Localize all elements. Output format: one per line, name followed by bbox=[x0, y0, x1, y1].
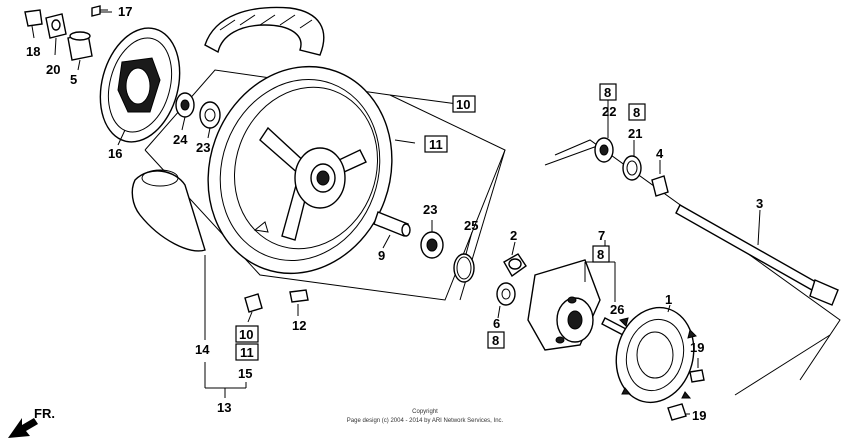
callout-8b[interactable]: 8 bbox=[628, 103, 646, 121]
callout-3[interactable]: 3 bbox=[756, 196, 763, 211]
callout-11b[interactable]: 11 bbox=[235, 343, 259, 361]
front-direction-arrow: FR. bbox=[8, 406, 55, 438]
callout-18[interactable]: 18 bbox=[26, 44, 40, 59]
svg-text:10: 10 bbox=[456, 97, 470, 112]
copyright-notice: Copyright Page design (c) 2004 - 2014 by… bbox=[347, 409, 504, 424]
oil-seal-right[interactable] bbox=[622, 155, 642, 181]
wheel-collar[interactable] bbox=[496, 282, 516, 306]
callout-labels: 17 18 20 5 16 24 23 9 23 25 2 6 7 26 22 … bbox=[26, 4, 763, 423]
callout-8d[interactable]: 8 bbox=[487, 331, 505, 349]
svg-text:11: 11 bbox=[429, 137, 443, 152]
callout-10b[interactable]: 10 bbox=[235, 325, 259, 343]
distance-collar[interactable] bbox=[373, 211, 411, 237]
svg-text:8: 8 bbox=[492, 333, 499, 348]
callout-6[interactable]: 6 bbox=[493, 316, 500, 331]
balance-weight[interactable] bbox=[289, 289, 309, 303]
callout-14[interactable]: 14 bbox=[195, 342, 210, 357]
callout-19b[interactable]: 19 bbox=[692, 408, 706, 423]
rear-axle[interactable] bbox=[675, 204, 839, 306]
o-ring[interactable] bbox=[453, 253, 475, 283]
callout-26[interactable]: 26 bbox=[610, 302, 624, 317]
callout-24[interactable]: 24 bbox=[173, 132, 188, 147]
svg-text:8: 8 bbox=[633, 105, 640, 120]
callout-23a[interactable]: 23 bbox=[196, 140, 210, 155]
callout-8a[interactable]: 8 bbox=[599, 83, 617, 101]
callout-19a[interactable]: 19 bbox=[690, 340, 704, 355]
callout-4[interactable]: 4 bbox=[656, 146, 664, 161]
svg-text:8: 8 bbox=[597, 247, 604, 262]
rear-tire[interactable] bbox=[131, 6, 325, 252]
sprocket-nuts[interactable] bbox=[667, 369, 705, 421]
side-collar-right[interactable] bbox=[651, 175, 669, 197]
wheel-bearings-left[interactable] bbox=[175, 92, 221, 129]
callout-20[interactable]: 20 bbox=[46, 62, 60, 77]
damper-rubber[interactable] bbox=[503, 253, 527, 278]
final-driven-sprocket[interactable] bbox=[606, 299, 704, 411]
callout-1[interactable]: 1 bbox=[665, 292, 672, 307]
callout-10a[interactable]: 10 bbox=[452, 95, 476, 113]
callout-23b[interactable]: 23 bbox=[423, 202, 437, 217]
callout-11a[interactable]: 11 bbox=[424, 135, 448, 153]
front-direction-label: FR. bbox=[34, 406, 55, 421]
small-hardware-left[interactable] bbox=[24, 5, 108, 61]
callout-12[interactable]: 12 bbox=[292, 318, 306, 333]
callout-22[interactable]: 22 bbox=[602, 104, 616, 119]
air-valve[interactable] bbox=[244, 293, 263, 313]
final-driven-flange[interactable] bbox=[527, 259, 601, 351]
wheel-bearing-right[interactable] bbox=[420, 231, 444, 259]
callout-2[interactable]: 2 bbox=[510, 228, 517, 243]
callout-13[interactable]: 13 bbox=[217, 400, 231, 415]
rear-wheel-rim[interactable] bbox=[180, 41, 421, 300]
callout-5[interactable]: 5 bbox=[70, 72, 77, 87]
callout-16[interactable]: 16 bbox=[108, 146, 122, 161]
callout-7[interactable]: 7 bbox=[598, 228, 605, 243]
callout-15[interactable]: 15 bbox=[238, 366, 252, 381]
bearing-side-right[interactable] bbox=[594, 137, 614, 163]
brake-disc[interactable] bbox=[88, 19, 191, 151]
callout-17[interactable]: 17 bbox=[118, 4, 132, 19]
callout-9[interactable]: 9 bbox=[378, 248, 385, 263]
copyright-line-2: Page design (c) 2004 - 2014 by ARI Netwo… bbox=[347, 418, 504, 424]
callout-8c[interactable]: 8 bbox=[592, 245, 610, 263]
svg-text:10: 10 bbox=[239, 327, 253, 342]
callout-21[interactable]: 21 bbox=[628, 126, 642, 141]
svg-text:8: 8 bbox=[604, 85, 611, 100]
copyright-line-1: Copyright bbox=[412, 409, 438, 415]
callout-25[interactable]: 25 bbox=[464, 218, 478, 233]
svg-text:11: 11 bbox=[240, 345, 254, 360]
